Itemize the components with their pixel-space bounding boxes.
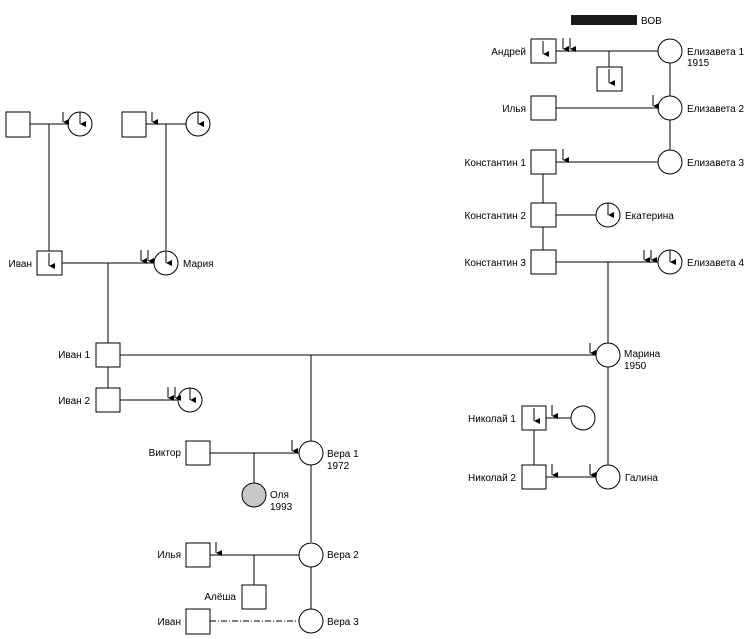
legend: ВОВ <box>571 15 662 27</box>
labels: Андрей Елизавета 1 1915 Илья Елизавета 2… <box>9 47 745 628</box>
legend-label: ВОВ <box>641 16 662 27</box>
label-vera2: Вера 2 <box>327 550 359 561</box>
person-maternal-grandfather[interactable] <box>121 111 147 138</box>
label-elizaveta1-year: 1915 <box>687 58 710 69</box>
person-ilya-top[interactable] <box>530 95 557 121</box>
legend-bar <box>571 15 637 25</box>
persons <box>5 38 683 635</box>
person-paternal-grandfather[interactable] <box>5 111 31 138</box>
person-konstantin1[interactable] <box>530 149 557 175</box>
person-vera2[interactable] <box>298 542 324 568</box>
person-nikolay2[interactable] <box>521 464 547 490</box>
label-ilya-top: Илья <box>502 104 526 115</box>
label-konstantin1: Константин 1 <box>465 158 527 169</box>
label-ivan2: Иван 2 <box>58 396 90 407</box>
label-galina: Галина <box>625 473 658 484</box>
person-vera3[interactable] <box>298 608 324 634</box>
person-ivan2[interactable] <box>95 387 121 413</box>
label-konstantin3: Константин 3 <box>465 258 527 269</box>
label-olya: Оля <box>270 490 289 501</box>
label-konstantin2: Константин 2 <box>465 211 527 222</box>
person-galina[interactable] <box>595 464 621 490</box>
label-ivan: Иван <box>9 259 32 270</box>
label-elizaveta4: Елизавета 4 <box>687 258 744 269</box>
person-olya[interactable] <box>241 482 267 508</box>
person-konstantin3[interactable] <box>530 249 557 275</box>
label-viktor: Виктор <box>149 448 182 459</box>
label-vera1: Вера 1 <box>327 449 359 460</box>
person-konstantin2[interactable] <box>530 202 557 228</box>
arrow-markers <box>48 38 676 556</box>
person-ivan-bottom[interactable] <box>185 608 211 635</box>
label-vera1-year: 1972 <box>327 461 350 472</box>
person-ilya-bottom[interactable] <box>185 542 211 568</box>
label-alyosha: Алёша <box>204 592 236 603</box>
label-marina: Марина <box>624 349 661 360</box>
label-maria: Мария <box>183 259 214 270</box>
label-elizaveta3: Елизавета 3 <box>687 158 744 169</box>
person-elizaveta3[interactable] <box>657 149 683 175</box>
person-elizaveta1[interactable] <box>657 38 683 64</box>
label-olya-year: 1993 <box>270 502 293 513</box>
person-alyosha[interactable] <box>241 584 267 610</box>
label-ekaterina: Екатерина <box>625 211 674 222</box>
label-elizaveta2: Елизавета 2 <box>687 104 744 115</box>
label-nikolay2: Николай 2 <box>468 473 516 484</box>
person-ivan1[interactable] <box>95 342 121 368</box>
relationship-lines <box>30 50 671 622</box>
label-ivan1: Иван 1 <box>58 350 90 361</box>
person-nikolay1-wife[interactable] <box>570 405 596 431</box>
person-viktor[interactable] <box>185 440 211 466</box>
label-vera3: Вера 3 <box>327 617 359 628</box>
label-nikolay1: Николай 1 <box>468 414 516 425</box>
label-andrey: Андрей <box>491 47 526 58</box>
person-elizaveta2[interactable] <box>657 95 683 121</box>
person-vera1[interactable] <box>298 440 324 466</box>
label-marina-year: 1950 <box>624 361 647 372</box>
label-elizaveta1: Елизавета 1 <box>687 47 744 58</box>
person-marina[interactable] <box>595 342 621 368</box>
label-ivan-bottom: Иван <box>158 617 181 628</box>
label-ilya-bottom: Илья <box>157 550 181 561</box>
